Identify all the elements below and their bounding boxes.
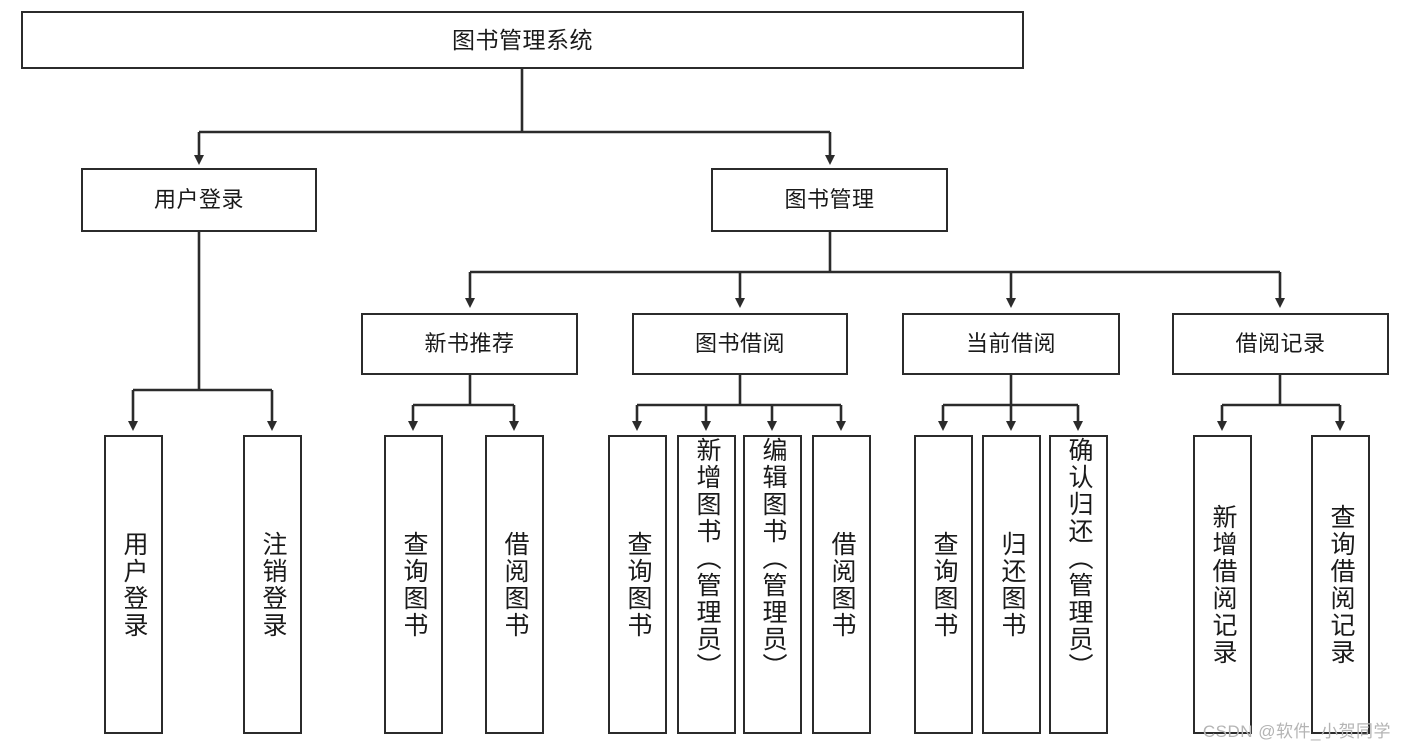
node-root[interactable]: 图书管理系统 — [21, 11, 1024, 69]
node-leaf-add-record-label: 新增借阅记录 — [1209, 503, 1237, 666]
node-leaf-logout-login[interactable]: 注销登录 — [243, 435, 302, 734]
node-leaf-query-book-3-label: 查询图书 — [930, 530, 958, 639]
node-leaf-user-login[interactable]: 用户登录 — [104, 435, 163, 734]
node-current-borrow-label: 当前借阅 — [965, 331, 1056, 357]
node-leaf-borrow-book-1-label: 借阅图书 — [501, 530, 529, 639]
node-leaf-query-record[interactable]: 查询借阅记录 — [1311, 435, 1370, 734]
node-book-manage-label: 图书管理 — [784, 187, 875, 213]
node-leaf-query-book-3[interactable]: 查询图书 — [914, 435, 973, 734]
watermark-text: CSDN @软件_小贺同学 — [1202, 722, 1391, 741]
node-current-borrow[interactable]: 当前借阅 — [902, 313, 1120, 375]
node-user-login-label: 用户登录 — [153, 187, 244, 213]
node-leaf-logout-login-label: 注销登录 — [259, 530, 287, 639]
node-leaf-borrow-book-2[interactable]: 借阅图书 — [812, 435, 871, 734]
node-leaf-query-record-label: 查询借阅记录 — [1327, 503, 1355, 666]
node-borrow-record-label: 借阅记录 — [1235, 331, 1326, 357]
node-new-book-recommend[interactable]: 新书推荐 — [361, 313, 578, 375]
node-leaf-confirm-return-label: 确认归还（管理员） — [1065, 437, 1093, 680]
node-leaf-return-book-label: 归还图书 — [998, 530, 1026, 639]
node-book-borrow-label: 图书借阅 — [694, 331, 785, 357]
node-borrow-record[interactable]: 借阅记录 — [1172, 313, 1389, 375]
node-leaf-add-record[interactable]: 新增借阅记录 — [1193, 435, 1252, 734]
node-user-login[interactable]: 用户登录 — [81, 168, 317, 232]
node-leaf-query-book-1[interactable]: 查询图书 — [384, 435, 443, 734]
node-leaf-return-book[interactable]: 归还图书 — [982, 435, 1041, 734]
node-leaf-query-book-2-label: 查询图书 — [624, 530, 652, 639]
node-leaf-confirm-return[interactable]: 确认归还（管理员） — [1049, 435, 1108, 734]
node-book-manage[interactable]: 图书管理 — [711, 168, 948, 232]
node-leaf-query-book-1-label: 查询图书 — [400, 530, 428, 639]
node-leaf-edit-book[interactable]: 编辑图书（管理员） — [743, 435, 802, 734]
node-leaf-query-book-2[interactable]: 查询图书 — [608, 435, 667, 734]
node-new-book-recommend-label: 新书推荐 — [424, 331, 515, 357]
node-leaf-add-book-label: 新增图书（管理员） — [693, 437, 721, 680]
node-root-label: 图书管理系统 — [452, 26, 593, 53]
node-leaf-borrow-book-1[interactable]: 借阅图书 — [485, 435, 544, 734]
node-leaf-edit-book-label: 编辑图书（管理员） — [759, 437, 787, 680]
node-leaf-user-login-label: 用户登录 — [120, 530, 148, 639]
node-book-borrow[interactable]: 图书借阅 — [632, 313, 848, 375]
node-leaf-borrow-book-2-label: 借阅图书 — [828, 530, 856, 639]
node-leaf-add-book[interactable]: 新增图书（管理员） — [677, 435, 736, 734]
